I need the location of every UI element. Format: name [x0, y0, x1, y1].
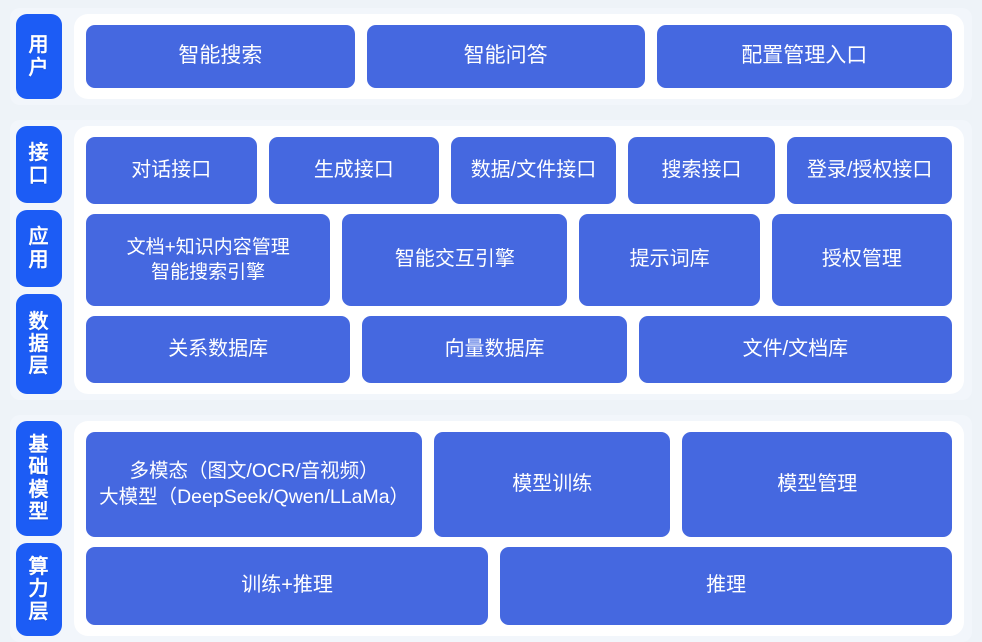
row-model: 多模态（图文/OCR/音视频） 大模型（DeepSeek/Qwen/LLaMa）…	[86, 432, 952, 537]
panel-user: 智能搜索 智能问答 配置管理入口	[74, 14, 964, 99]
layer-tab-interface[interactable]: 接口	[16, 126, 62, 204]
card-auth-mgmt[interactable]: 授权管理	[771, 214, 952, 306]
card-login-auth-api[interactable]: 登录/授权接口	[787, 137, 953, 205]
card-doc-knowledge-mgmt[interactable]: 文档+知识内容管理 智能搜索引擎	[86, 214, 331, 306]
row-data: 关系数据库 向量数据库 文件/文档库	[86, 315, 952, 383]
card-dialog-api[interactable]: 对话接口	[86, 137, 257, 205]
layer-tab-application[interactable]: 应用	[16, 210, 62, 288]
layer-tab-user[interactable]: 用户	[16, 14, 62, 99]
card-inference[interactable]: 推理	[500, 546, 952, 625]
card-smart-qa[interactable]: 智能问答	[366, 25, 645, 88]
band-middle: 接口 应用 数据层 对话接口 生成接口 数据/文件接口 搜索接口 登录/授权接口…	[10, 120, 972, 400]
card-model-management[interactable]: 模型管理	[682, 432, 952, 537]
card-search-api[interactable]: 搜索接口	[627, 137, 776, 205]
card-train-infer[interactable]: 训练+推理	[86, 546, 489, 625]
card-smart-search[interactable]: 智能搜索	[86, 25, 355, 88]
card-vector-db[interactable]: 向量数据库	[362, 315, 627, 383]
card-multimodal-llm[interactable]: 多模态（图文/OCR/音视频） 大模型（DeepSeek/Qwen/LLaMa）	[86, 432, 423, 537]
row-interface: 对话接口 生成接口 数据/文件接口 搜索接口 登录/授权接口	[86, 137, 953, 205]
card-model-training[interactable]: 模型训练	[434, 432, 671, 537]
card-data-file-api[interactable]: 数据/文件接口	[451, 137, 616, 205]
panel-middle: 对话接口 生成接口 数据/文件接口 搜索接口 登录/授权接口 文档+知识内容管理…	[74, 126, 964, 394]
row-compute: 训练+推理 推理	[86, 546, 952, 625]
tab-column-middle: 接口 应用 数据层	[10, 120, 68, 400]
card-file-doc-store[interactable]: 文件/文档库	[638, 315, 952, 383]
row-user: 智能搜索 智能问答 配置管理入口	[86, 25, 952, 88]
layer-tab-compute[interactable]: 算力层	[16, 543, 62, 637]
layer-tab-foundation-model[interactable]: 基础模型	[16, 421, 62, 537]
panel-base: 多模态（图文/OCR/音视频） 大模型（DeepSeek/Qwen/LLaMa）…	[74, 421, 964, 636]
row-application: 文档+知识内容管理 智能搜索引擎 智能交互引擎 提示词库 授权管理	[86, 214, 952, 306]
card-config-entry[interactable]: 配置管理入口	[656, 25, 952, 88]
card-prompt-library[interactable]: 提示词库	[579, 214, 760, 306]
card-relational-db[interactable]: 关系数据库	[86, 315, 351, 383]
band-base: 基础模型 算力层 多模态（图文/OCR/音视频） 大模型（DeepSeek/Qw…	[10, 415, 972, 642]
tab-column-base: 基础模型 算力层	[10, 415, 68, 642]
layer-tab-data[interactable]: 数据层	[16, 294, 62, 394]
card-generate-api[interactable]: 生成接口	[268, 137, 440, 205]
card-interaction-engine[interactable]: 智能交互引擎	[342, 214, 568, 306]
band-user: 用户 智能搜索 智能问答 配置管理入口	[10, 8, 972, 105]
tab-column-user: 用户	[10, 8, 68, 105]
